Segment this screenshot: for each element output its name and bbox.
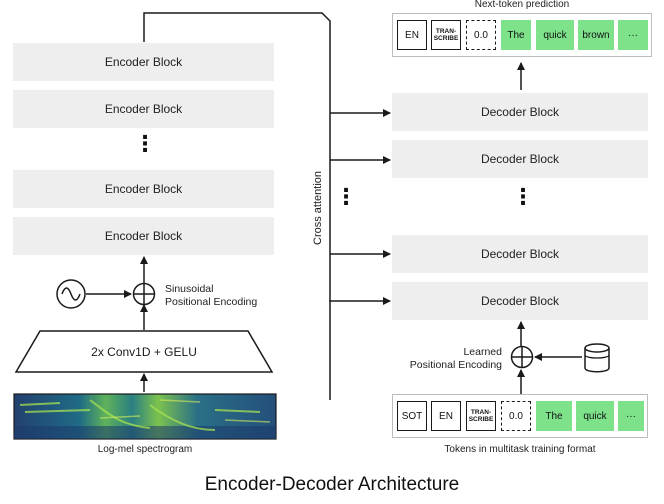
- database-icon: [584, 343, 610, 373]
- cross-attention-label: Cross attention: [312, 171, 324, 245]
- output-token-row: EN TRAN- SCRIBE 0.0 The quick brown ···: [392, 13, 652, 57]
- decoder-ellipsis: ⋮: [512, 184, 534, 209]
- output-token-timestamp: 0.0: [466, 20, 496, 50]
- output-token-brown: brown: [578, 20, 614, 50]
- input-token-timestamp: 0.0: [501, 401, 531, 431]
- learned-positional-label: Learned Positional Encoding: [409, 346, 502, 371]
- input-token-more: ···: [618, 401, 644, 431]
- decoder-block-1: Decoder Block: [392, 93, 648, 131]
- next-token-caption: Next-token prediction: [474, 0, 570, 10]
- conv-shape: [14, 330, 274, 373]
- input-token-the: The: [536, 401, 572, 431]
- output-token-more: ···: [618, 20, 648, 50]
- decoder-block-3: Decoder Block: [392, 235, 648, 273]
- encoder-block-3: Encoder Block: [13, 170, 274, 208]
- conv-label: 2x Conv1D + GELU: [91, 344, 197, 359]
- input-token-transcribe: TRAN- SCRIBE: [466, 401, 496, 431]
- input-token-row: SOT EN TRAN- SCRIBE 0.0 The quick ···: [392, 394, 648, 438]
- tokens-caption: Tokens in multitask training format: [444, 444, 596, 455]
- encoder-output-line: [143, 12, 331, 400]
- output-token-transcribe: TRAN- SCRIBE: [431, 20, 461, 50]
- output-token-quick: quick: [536, 20, 574, 50]
- input-token-en: EN: [431, 401, 461, 431]
- output-token-en: EN: [397, 20, 427, 50]
- input-token-quick: quick: [576, 401, 614, 431]
- encoder-block-1: Encoder Block: [13, 43, 274, 81]
- encoder-block-2: Encoder Block: [13, 90, 274, 128]
- cross-ellipsis: ⋮: [335, 184, 357, 209]
- diagram-title: Encoder-Decoder Architecture: [204, 474, 460, 495]
- decoder-block-2: Decoder Block: [392, 140, 648, 178]
- spectrogram-caption: Log-mel spectrogram: [97, 444, 193, 455]
- spectrogram-image: [13, 393, 277, 440]
- encoder-block-4: Encoder Block: [13, 217, 274, 255]
- decoder-block-4: Decoder Block: [392, 282, 648, 320]
- encoder-ellipsis: ⋮: [134, 131, 156, 156]
- input-token-sot: SOT: [397, 401, 427, 431]
- sinusoidal-positional-label: Sinusoidal Positional Encoding: [165, 283, 258, 308]
- output-token-the: The: [501, 20, 531, 50]
